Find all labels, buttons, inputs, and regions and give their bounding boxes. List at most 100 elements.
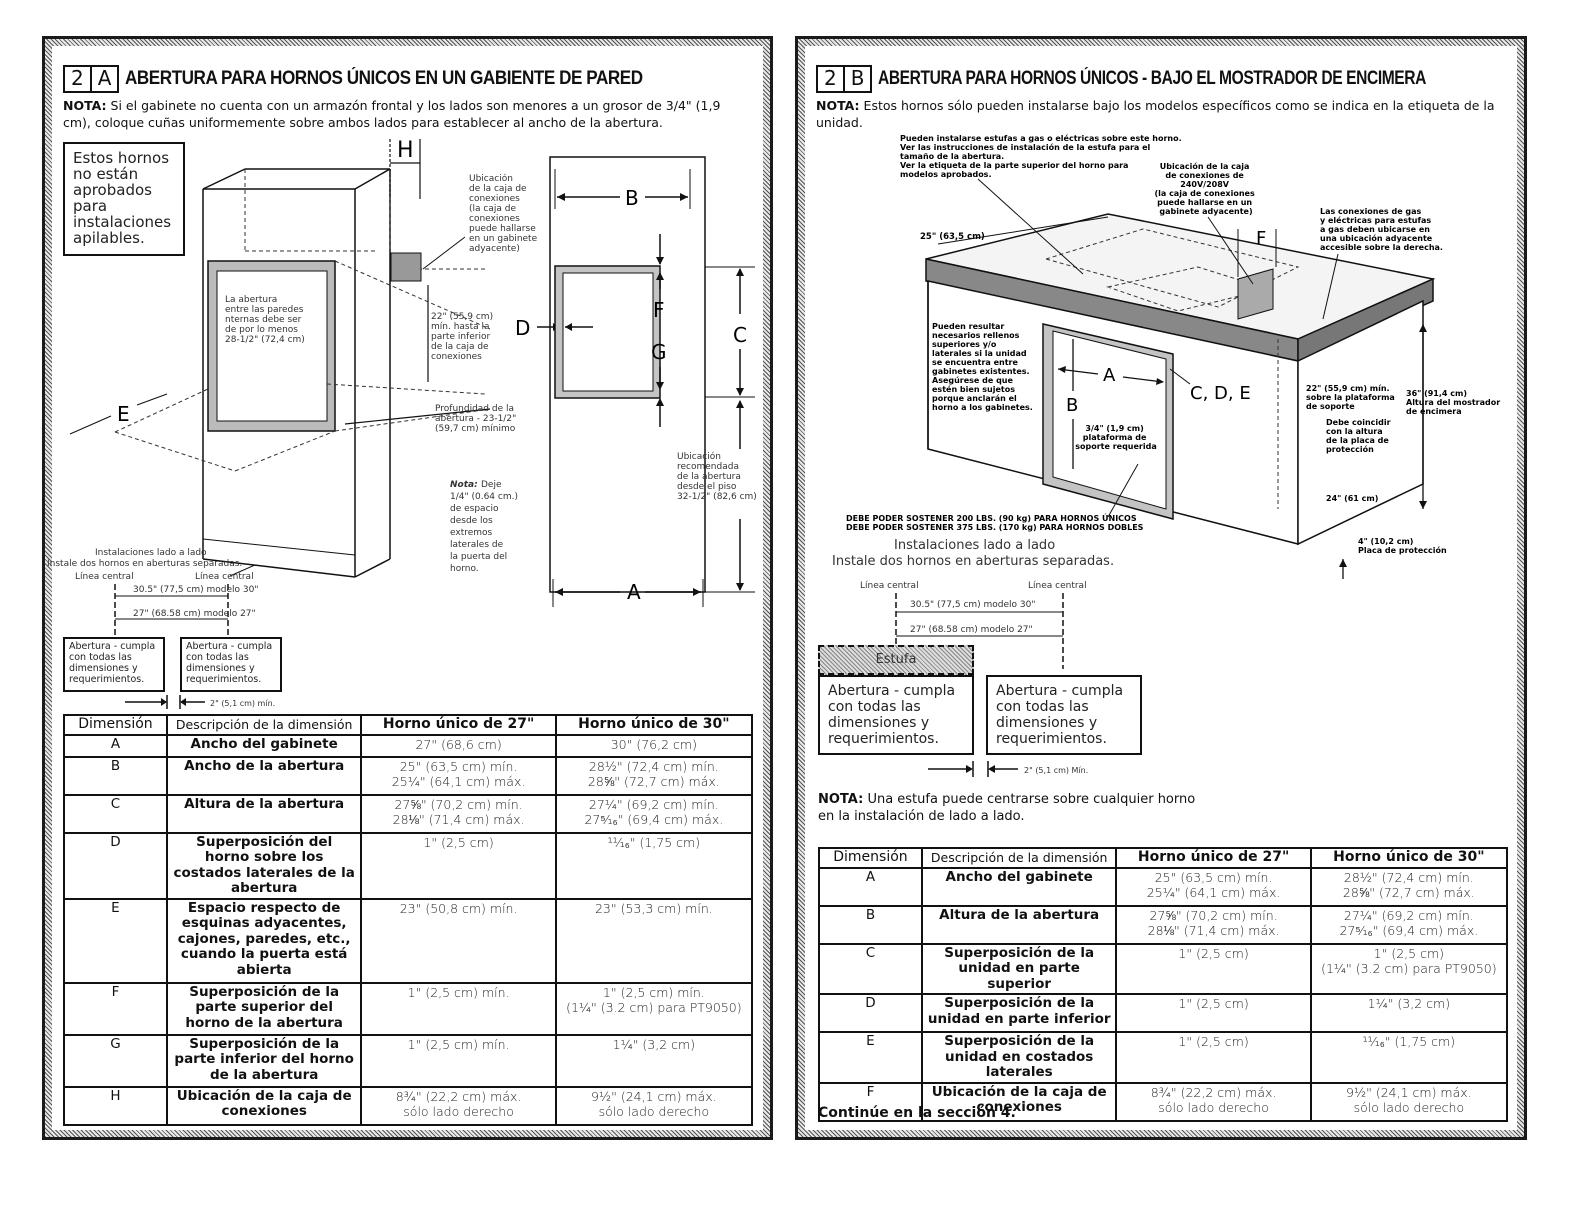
- description-cell: Ancho del gabinete: [920, 866, 1118, 907]
- label-4: 4" (10,2 cm) Placa de protección: [1358, 537, 1447, 555]
- dimension-cell: E: [818, 1031, 923, 1084]
- dimension-cell: F: [63, 981, 168, 1036]
- oven30-cell: 1¼" (3,2 cm): [554, 1033, 754, 1088]
- opening-box-right: Abertura - cumpla con todas las dimensio…: [986, 675, 1142, 755]
- label-E: E: [117, 402, 130, 426]
- oven27-cell: 27" (68,6 cm): [360, 733, 557, 758]
- model30: 30.5" (77,5 cm) modelo 30": [910, 600, 1036, 610]
- label-H: H: [397, 138, 414, 163]
- dimension-cell: B: [818, 904, 923, 945]
- opening-box-right: Abertura - cumpla con todas las dimensio…: [180, 637, 282, 692]
- dimension-cell: F: [818, 1081, 923, 1122]
- section-number: 2: [816, 65, 845, 93]
- section-number: 2: [63, 65, 92, 93]
- oven27-cell: 8¾" (22,2 cm) máx. sólo lado derecho: [360, 1085, 557, 1126]
- centerline-2: Línea central: [195, 572, 254, 582]
- description-cell: Superposición de la unidad en parte supe…: [920, 942, 1118, 995]
- oven30-cell: 1¼" (3,2 cm): [1309, 993, 1509, 1033]
- weight-2: DEBE PODER SOSTENER 375 LBS. (170 kg) PA…: [846, 523, 1144, 532]
- opening-box-right-text: Abertura - cumpla con todas las dimensio…: [996, 683, 1124, 747]
- stove-label: Estufa: [875, 652, 917, 667]
- label-fill: Pueden resultar necesarios rellenos supe…: [932, 322, 1033, 412]
- oven30-cell: 9½" (24,1 cm) máx. sólo lado derecho: [1309, 1081, 1509, 1122]
- stack-warning-text: Estos hornos no están aprobados para ins…: [73, 149, 172, 247]
- opening-box-left: Abertura - cumpla con todas las dimensio…: [63, 637, 165, 692]
- note2-text: Una estufa puede centrarse sobre cualqui…: [818, 792, 1196, 824]
- table-header-cell: Dimensión: [63, 714, 168, 736]
- oven30-cell: 27¼" (69,2 cm) mín. 27⁵⁄₁₆" (69,4 cm) má…: [1309, 904, 1509, 945]
- model27: 27" (68.58 cm) modelo 27": [910, 625, 1033, 635]
- gap-label: 2" (5,1 cm) Mín.: [1024, 766, 1088, 775]
- opening-frame-inner: [216, 270, 328, 422]
- description-cell: Altura de la abertura: [165, 793, 363, 834]
- side-title: Instalaciones lado a lado: [95, 548, 207, 558]
- oven30-cell: 23" (53,3 cm) mín.: [554, 897, 754, 984]
- opening-box-left-text: Abertura - cumpla con todas las dimensio…: [69, 641, 156, 685]
- description-cell: Altura de la abertura: [920, 904, 1118, 945]
- oven30-cell: 28½" (72,4 cm) mín. 28⅝" (72,7 cm) máx.: [1309, 866, 1509, 907]
- weight-1: DEBE PODER SOSTENER 200 LBS. (90 kg) PAR…: [846, 512, 1137, 523]
- dimension-cell: G: [63, 1033, 168, 1088]
- oven30-cell: ¹¹⁄₁₆" (1,75 cm): [554, 831, 754, 900]
- oven30-cell: 9½" (24,1 cm) máx. sólo lado derecho: [554, 1085, 754, 1126]
- label-B: B: [625, 186, 639, 210]
- description-cell: Superposición de la parte inferior del h…: [165, 1033, 363, 1088]
- label-gas: Las conexiones de gas y eléctricas para …: [1320, 207, 1443, 252]
- oven27-cell: 8¾" (22,2 cm) máx. sólo lado derecho: [1115, 1081, 1312, 1122]
- oven30-cell: 1" (2,5 cm) mín. (1¼" (3.2 cm) para PT90…: [554, 981, 754, 1036]
- description-cell: Superposición del horno sobre los costad…: [165, 831, 363, 900]
- side-sub: Instale dos hornos en aberturas separada…: [47, 559, 242, 569]
- description-cell: Ubicación de la caja de conexiones: [165, 1085, 363, 1126]
- dimension-cell: A: [63, 733, 168, 758]
- note-paragraph: NOTA: Si el gabinete no cuenta con un ar…: [63, 97, 743, 131]
- centerline-1: Línea central: [75, 572, 134, 582]
- section-letter: B: [844, 65, 873, 93]
- label-24: 24" (61 cm): [1326, 494, 1378, 503]
- label-36: 36" (91,4 cm) Altura del mostrador de en…: [1406, 389, 1503, 416]
- oven27-cell: 1" (2,5 cm): [1115, 942, 1312, 995]
- opening-box-left: Abertura - cumpla con todas las dimensio…: [818, 675, 974, 755]
- section-title: ABERTURA PARA HORNOS ÚNICOS - BAJO EL MO…: [878, 68, 1427, 89]
- dimension-cell: C: [818, 942, 923, 995]
- label-25: 25" (63,5 cm): [920, 232, 985, 242]
- oven27-cell: 1" (2,5 cm) mín.: [360, 981, 557, 1036]
- front-view-outline: [549, 156, 706, 593]
- stove-box: Estufa: [818, 645, 974, 675]
- dimension-cell: A: [818, 866, 923, 907]
- opening-box-left-text: Abertura - cumpla con todas las dimensio…: [828, 683, 956, 747]
- oven30-cell: 30" (76,2 cm): [554, 733, 754, 758]
- description-cell: Superposición de la unidad en parte infe…: [920, 993, 1118, 1033]
- side-sub: Instale dos hornos en aberturas separada…: [832, 554, 1114, 569]
- table-header-cell: Horno único de 27": [360, 714, 557, 736]
- oven27-cell: 23" (50,8 cm) mín.: [360, 897, 557, 984]
- oven27-cell: 1" (2,5 cm): [1115, 1031, 1312, 1084]
- table-header-cell: Descripción de la dimensión: [920, 847, 1118, 869]
- label-F: F: [1256, 228, 1266, 249]
- description-cell: Superposición de la unidad en costados l…: [920, 1031, 1118, 1084]
- note2-paragraph: NOTA: Una estufa puede centrarse sobre c…: [818, 791, 1198, 825]
- label-top-note: Pueden instalarse estufas a gas o eléctr…: [900, 133, 1184, 179]
- oven30-cell: 27¼" (69,2 cm) mín. 27⁵⁄₁₆" (69,4 cm) má…: [554, 793, 754, 834]
- label-C: C: [733, 323, 747, 347]
- label-F: F: [653, 298, 665, 322]
